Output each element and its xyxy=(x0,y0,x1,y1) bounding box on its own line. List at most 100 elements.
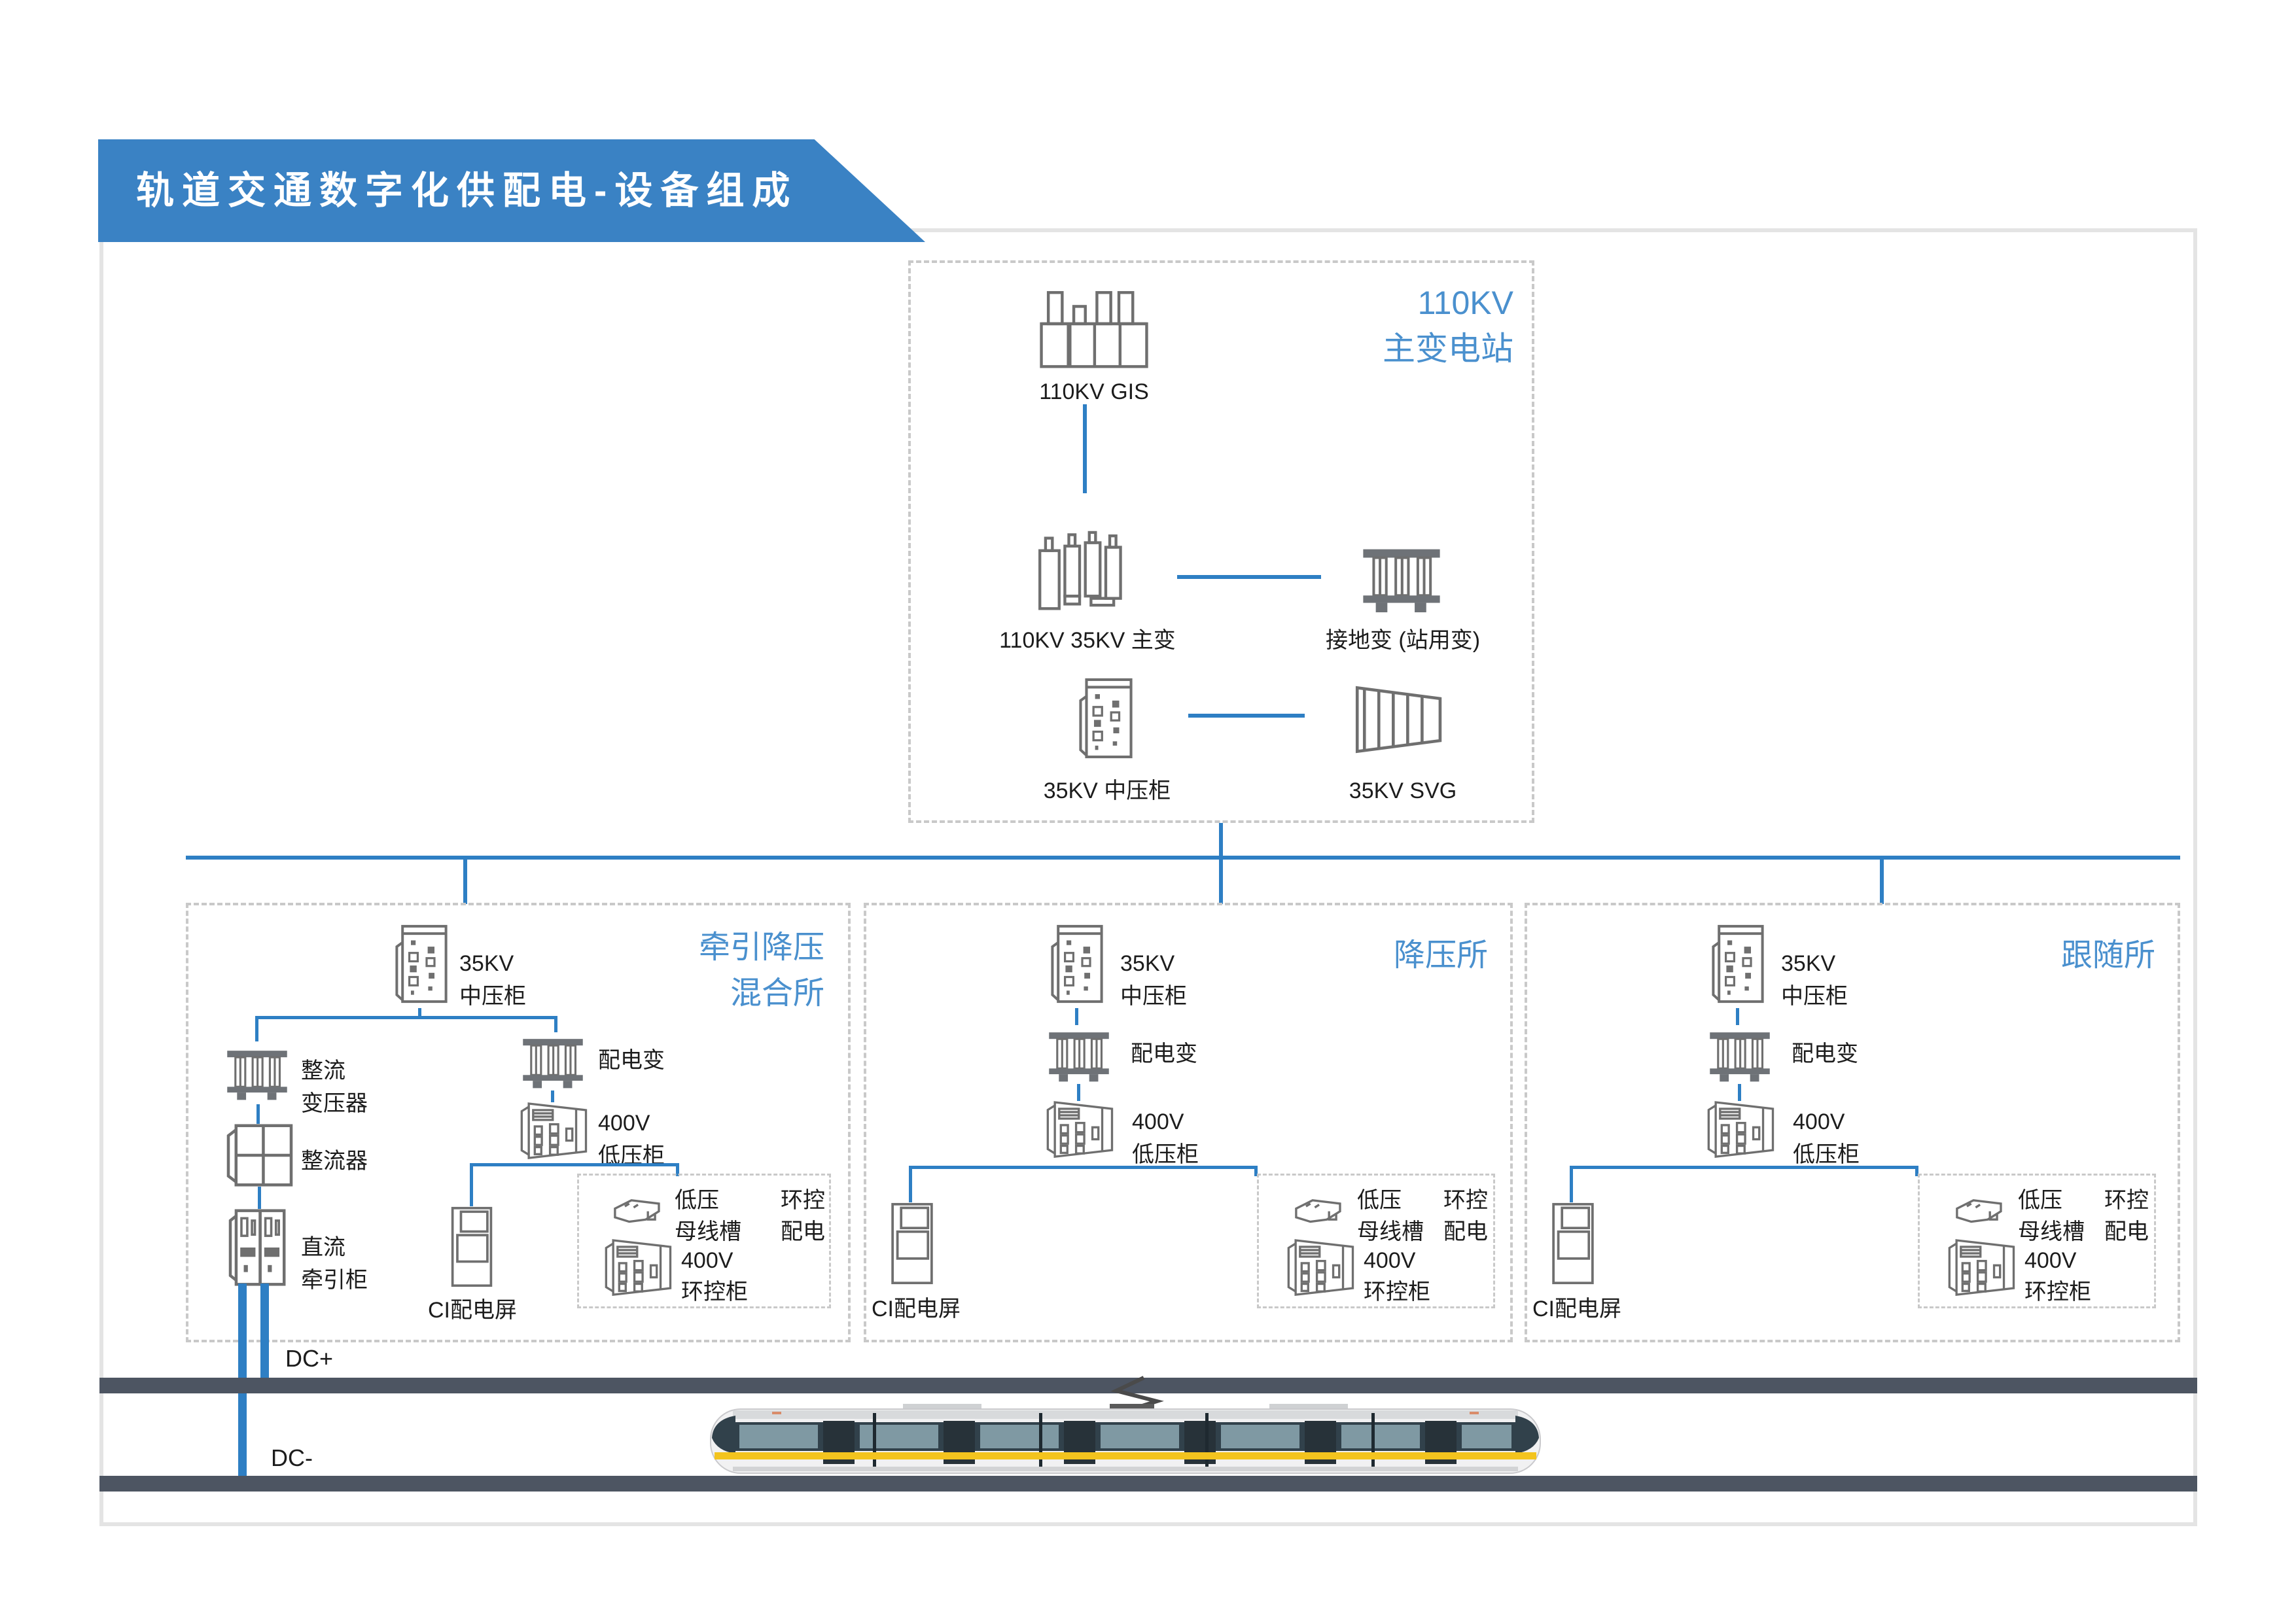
hvac-dist-box: 低压 母线槽 环控 配电 400V 环控柜 xyxy=(1257,1174,1495,1308)
branch-line xyxy=(255,1016,557,1019)
dc-positive-feeder xyxy=(260,1283,269,1378)
gis-label: 110KV GIS xyxy=(1039,379,1149,404)
ci-panel-icon xyxy=(1551,1202,1595,1285)
hvac-dist-title-line1: 环控 xyxy=(2104,1188,2149,1213)
connector-line xyxy=(1177,575,1321,579)
lv-cabinet-label: 400V 低压柜 xyxy=(1132,1106,1199,1171)
main-substation-title: 110KV 主变电站 xyxy=(1383,280,1513,372)
busway-label: 低压 母线槽 xyxy=(2018,1185,2085,1248)
dist-transformer-icon xyxy=(522,1032,584,1091)
dist-transformer-label: 配电变 xyxy=(598,1048,665,1073)
dc-positive-label: DC+ xyxy=(285,1345,334,1372)
hvac-cabinet-label: 400V 环控柜 xyxy=(1364,1245,1430,1308)
main-substation-title-line1: 110KV xyxy=(1417,285,1513,321)
svg-compensator-icon xyxy=(1352,683,1447,756)
dist-transformer-label: 配电变 xyxy=(1131,1041,1197,1066)
connector-line xyxy=(470,1163,473,1206)
lv-cabinet-label: 400V 低压柜 xyxy=(1793,1106,1860,1171)
rectifier-icon xyxy=(226,1124,293,1187)
connector-line xyxy=(255,1018,258,1041)
bus-line xyxy=(186,856,2180,860)
lv-cabinet-icon xyxy=(520,1102,588,1160)
rectifier-transformer-label: 整流 变压器 xyxy=(301,1055,368,1120)
dc-traction-cabinet-label-line2: 牵引柜 xyxy=(301,1268,368,1293)
lv-cabinet-label-line1: 400V xyxy=(1793,1109,1845,1134)
mv-cabinet-label-line2: 中压柜 xyxy=(1120,984,1187,1009)
connector-line xyxy=(551,1091,554,1102)
hvac-dist-title-line2: 配电 xyxy=(2104,1219,2149,1244)
lv-dist-line xyxy=(470,1163,679,1166)
mv-cabinet-icon xyxy=(1712,920,1764,1008)
connector-line xyxy=(909,1166,912,1202)
ci-panel-icon xyxy=(450,1206,494,1287)
content-frame xyxy=(99,228,2197,1526)
rectifier-transformer-icon xyxy=(226,1041,288,1104)
hvac-dist-box: 低压 母线槽 环控 配电 400V 环控柜 xyxy=(577,1174,831,1308)
bus-drop-right xyxy=(1880,860,1884,904)
main-substation-title-line2: 主变电站 xyxy=(1383,330,1513,367)
busway-label-line1: 低压 xyxy=(675,1188,719,1213)
lv-cabinet-icon xyxy=(1046,1101,1114,1159)
hvac-cabinet-label-line2: 环控柜 xyxy=(681,1280,748,1304)
traction-title-line1: 牵引降压 xyxy=(698,930,824,965)
page-title: 轨道交通数字化供配电-设备组成 xyxy=(136,169,798,212)
hvac-dist-title: 环控 配电 xyxy=(1443,1185,1488,1248)
dist-transformer-icon xyxy=(1048,1025,1110,1084)
connector-line xyxy=(1075,1008,1078,1025)
dist-transformer-icon xyxy=(1709,1025,1771,1084)
hvac-cabinet-label-line2: 环控柜 xyxy=(1364,1280,1430,1304)
lv-cabinet-label-line2: 低压柜 xyxy=(1132,1142,1199,1167)
dc-traction-cabinet-label-line1: 直流 xyxy=(301,1235,345,1260)
connector-line xyxy=(554,1018,557,1032)
connector-line xyxy=(1736,1008,1739,1025)
rectifier-transformer-label-line2: 变压器 xyxy=(301,1091,368,1116)
lv-cabinet-label-line1: 400V xyxy=(1132,1109,1184,1134)
busway-label-line2: 母线槽 xyxy=(2018,1219,2085,1244)
traction-title-line2: 混合所 xyxy=(730,976,824,1011)
mv-cabinet-icon xyxy=(1051,920,1103,1008)
hvac-dist-title-line1: 环控 xyxy=(781,1188,825,1213)
main-transformer-icon xyxy=(1036,530,1136,612)
lv-dist-line xyxy=(1570,1166,1918,1169)
connector-line xyxy=(1915,1166,1918,1176)
hvac-cabinet-label-line1: 400V xyxy=(1364,1248,1416,1273)
follower-station-box: 跟随所 35KV 中压柜 配电变 400V 低压柜 CI配电屏 低压 母线槽 xyxy=(1525,903,2180,1342)
connector-line xyxy=(1077,1084,1080,1101)
mv-cabinet-label: 35KV 中压柜 xyxy=(1120,947,1187,1013)
dc-traction-cabinet-icon xyxy=(228,1209,288,1286)
ground-transformer-icon xyxy=(1357,543,1446,612)
connector-line xyxy=(258,1187,261,1209)
busway-label-line2: 母线槽 xyxy=(1357,1219,1424,1244)
connector-line xyxy=(1570,1166,1573,1202)
busway-label-line2: 母线槽 xyxy=(675,1219,741,1244)
busway-label: 低压 母线槽 xyxy=(675,1185,741,1248)
connector-line xyxy=(1254,1166,1258,1176)
bus-drop-left xyxy=(463,860,467,904)
hvac-cabinet-label-line1: 400V xyxy=(2024,1248,2077,1273)
hvac-dist-title: 环控 配电 xyxy=(781,1185,825,1248)
main-substation-box: 110KV 主变电站 110KV GIS 110KV 35KV 主变 接地变 (… xyxy=(908,260,1534,823)
hvac-dist-box: 低压 母线槽 环控 配电 400V 环控柜 xyxy=(1918,1174,2156,1308)
ground-transformer-label: 接地变 (站用变) xyxy=(1325,628,1481,653)
bus-drop-main xyxy=(1219,823,1223,858)
mv-cabinet-label-line1: 35KV xyxy=(459,951,514,976)
title-banner: 轨道交通数字化供配电-设备组成 xyxy=(98,139,925,242)
mv-cabinet-label-line2: 中压柜 xyxy=(459,984,526,1009)
mv-cabinet-label: 35KV 中压柜 xyxy=(1781,947,1848,1013)
busway-icon xyxy=(1951,1196,2006,1230)
svg-compensator-label: 35KV SVG xyxy=(1349,778,1457,803)
connector-line xyxy=(1738,1084,1741,1101)
lv-dist-line xyxy=(909,1166,1258,1169)
stepdown-station-box: 降压所 35KV 中压柜 配电变 400V 低压柜 CI配电屏 低压 母线槽 xyxy=(864,903,1513,1342)
mv-cabinet-icon xyxy=(1079,673,1133,763)
mv-cabinet-label-line2: 中压柜 xyxy=(1781,984,1848,1009)
ci-panel-label: CI配电屏 xyxy=(428,1298,517,1323)
connector-line xyxy=(676,1163,679,1176)
mv-cabinet-label: 35KV 中压柜 xyxy=(459,947,526,1013)
busway-label-line1: 低压 xyxy=(2018,1188,2062,1213)
connector-line xyxy=(1188,714,1305,718)
main-transformer-label: 110KV 35KV 主变 xyxy=(999,628,1176,653)
ci-panel-label: CI配电屏 xyxy=(872,1297,961,1321)
dc-negative-rail xyxy=(99,1476,2197,1492)
hvac-cabinet-label-line1: 400V xyxy=(681,1248,733,1273)
